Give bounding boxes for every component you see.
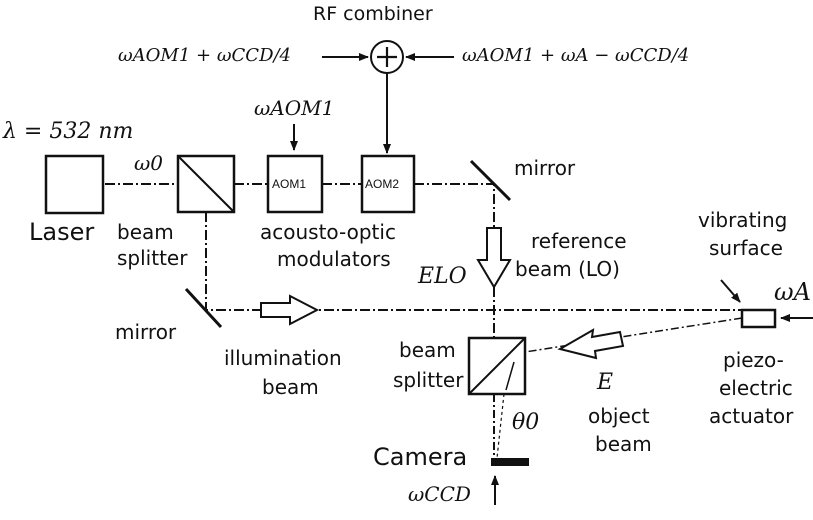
object-beam-line <box>524 317 743 353</box>
beam-splitter-bottom-diagonal <box>468 337 526 395</box>
aom1-box <box>266 154 324 214</box>
rf-right-input-label: ωAOM1 + ωA − ωCCD/4 <box>462 45 690 66</box>
vibrating-surface-label-1: vibrating <box>698 208 788 232</box>
object-beam-inner <box>505 361 515 391</box>
reference-beam-label-1: reference <box>531 229 627 253</box>
camera-sensor <box>491 458 529 466</box>
aom2-label: AOM2 <box>365 177 400 191</box>
aom1-label: AOM1 <box>272 177 307 191</box>
omega0-label: ω0 <box>134 151 164 175</box>
mirror-bottom <box>184 287 223 329</box>
beam-splitter-top-label-2: splitter <box>117 246 188 270</box>
piezo-label-2: electric <box>719 376 793 400</box>
beam-splitter-bottom-label-2: splitter <box>393 368 464 392</box>
laser-label: Laser <box>29 218 95 246</box>
piezo-label-3: actuator <box>709 404 794 428</box>
vibrating-surface-arrow <box>720 279 741 303</box>
object-beam-arrow <box>557 328 625 360</box>
omega-ccd-label: ωCCD <box>408 482 471 506</box>
aom-caption-1: acousto-optic <box>260 220 396 244</box>
mirror-bottom-label: mirror <box>115 320 177 344</box>
object-beam-label-2: beam <box>595 432 652 456</box>
illumination-beam-label-2: beam <box>262 375 319 399</box>
rf-combiner-label: RF combiner <box>313 3 433 25</box>
illumination-beam-label-1: illumination <box>224 346 342 370</box>
aom-caption-2: modulators <box>277 247 391 271</box>
piezo-actuator-box <box>740 308 777 329</box>
e-lo-label: ELO <box>418 264 467 289</box>
object-beam-label-1: object <box>588 404 650 428</box>
aom2-box <box>360 154 416 214</box>
rf-left-input-label: ωAOM1 + ωCCD/4 <box>118 45 292 66</box>
illumination-beam-arrow <box>260 294 320 326</box>
vibrating-surface-label-2: surface <box>709 236 783 260</box>
beam-splitter-bottom-label-1: beam <box>399 338 456 362</box>
wavelength-label: λ = 532 nm <box>3 119 134 144</box>
piezo-label-1: piezo- <box>723 348 784 372</box>
object-field-label: E <box>597 370 614 395</box>
mirror-top-label: mirror <box>514 156 576 180</box>
omega-a-label: ωA <box>774 278 811 306</box>
theta0-label: θ0 <box>512 410 540 435</box>
beam-splitter-top-diagonal <box>177 155 235 213</box>
reference-beam-arrow <box>476 227 512 289</box>
object-beam-to-camera <box>496 393 505 459</box>
laser-box <box>44 154 105 215</box>
reference-beam-label-2: beam (LO) <box>515 257 620 281</box>
beam-splitter-top-label-1: beam <box>117 220 174 244</box>
camera-label: Camera <box>373 443 468 471</box>
omega-aom1-label: ωAOM1 <box>254 96 335 120</box>
rf-combiner-plus-icon <box>377 47 397 67</box>
laser-beam-top <box>105 183 495 228</box>
mirror-top <box>469 159 512 202</box>
